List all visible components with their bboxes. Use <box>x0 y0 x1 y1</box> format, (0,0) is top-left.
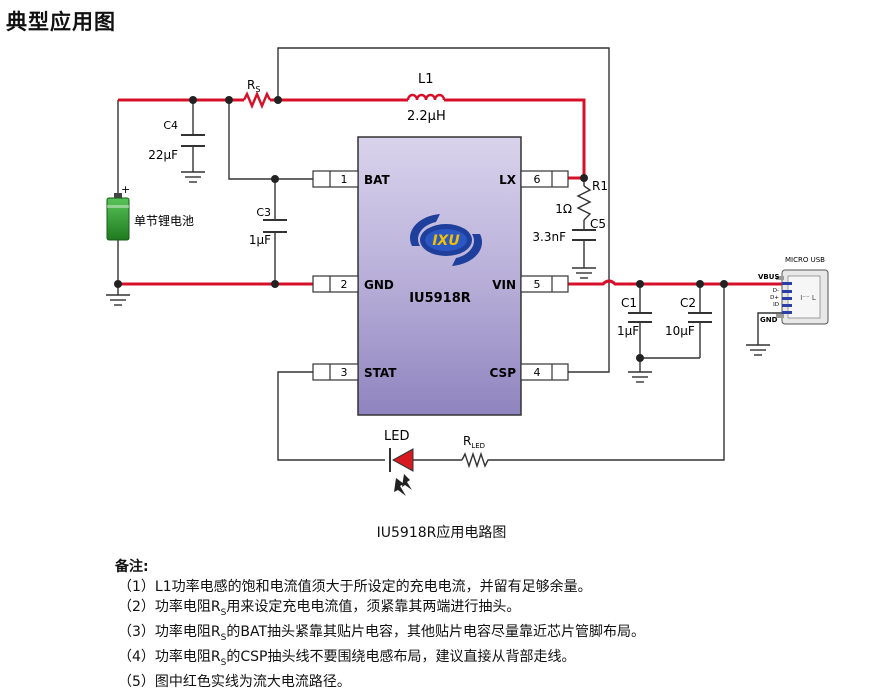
l1-value: 2.2μH <box>407 109 446 124</box>
chip-pins-right <box>520 170 569 381</box>
note-1: （1）L1功率电感的饱和电流值须大于所设定的充电电流，并留有足够余量。 <box>118 579 592 595</box>
chip-pins-left <box>312 170 359 381</box>
r1-label: R1 <box>592 179 608 193</box>
resistor-r1 <box>576 185 592 221</box>
pin-name-bat: BAT <box>364 173 391 187</box>
ground-c5 <box>572 267 596 279</box>
usb-pin-id: ID <box>773 302 779 308</box>
capacitor-c3 <box>263 219 287 233</box>
c3-value: 1μF <box>249 233 271 247</box>
svg-text:I⁻⁻ L: I⁻⁻ L <box>800 294 816 302</box>
usb-pin-dplus: D+ <box>770 295 779 301</box>
ground-battery <box>106 294 130 306</box>
l1-label: L1 <box>418 72 434 87</box>
c4-label: C4 <box>163 119 178 132</box>
pin-3-number: 3 <box>341 366 348 379</box>
battery-plus: + <box>121 183 130 196</box>
c5-value: 3.3nF <box>532 230 566 244</box>
rled-label: RLED <box>463 434 485 450</box>
resistor-rs <box>242 90 272 110</box>
chip-part-number: IU5918R <box>409 291 471 306</box>
ixu-logo: IXU <box>409 214 483 266</box>
c2-label: C2 <box>680 296 696 310</box>
note-3: （3）功率电阻RS的BAT抽头紧靠其贴片电容，其他贴片电容尽量靠近芯片管脚布局。 <box>118 623 646 643</box>
usb-vbus-label: VBUS <box>758 273 779 281</box>
pin-name-csp: CSP <box>490 366 517 380</box>
usb-gnd-label: GND <box>760 316 778 324</box>
pin-2-number: 2 <box>341 278 348 291</box>
page-title: 典型应用图 <box>6 10 116 34</box>
led-icon <box>389 448 414 496</box>
micro-usb-connector: I⁻⁻ L <box>776 269 829 325</box>
c2-value: 10μF <box>665 324 695 338</box>
notes-list: （1）L1功率电感的饱和电流值须大于所设定的充电电流，并留有足够余量。 （2）功… <box>118 578 645 693</box>
pin-name-gnd: GND <box>364 278 394 292</box>
note-2: （2）功率电阻RS用来设定充电电流值，须紧靠其两端进行抽头。 <box>118 598 521 618</box>
ground-usb <box>746 344 770 356</box>
power-path <box>118 98 782 286</box>
usb-title: MICRO USB <box>785 256 825 264</box>
note-5: （5）图中红色实线为流大电流路径。 <box>118 674 351 691</box>
chip-body <box>357 136 522 416</box>
pin-6-number: 6 <box>534 173 541 186</box>
capacitor-c2 <box>688 312 712 323</box>
capacitor-c4 <box>181 134 205 147</box>
resistor-rled <box>461 451 490 469</box>
ground-c4 <box>181 171 205 183</box>
inductor-l1 <box>406 93 446 101</box>
usb-pin-dminus: D- <box>773 288 779 294</box>
capacitor-c1 <box>628 312 652 323</box>
logo-text: IXU <box>432 233 460 249</box>
junction-dots <box>114 96 728 362</box>
ground-c1 <box>628 371 652 383</box>
led-label: LED <box>384 429 409 444</box>
battery-label: 单节锂电池 <box>134 213 194 228</box>
pin-4-number: 4 <box>534 366 541 379</box>
c3-label: C3 <box>256 206 271 219</box>
diagram-caption: IU5918R应用电路图 <box>376 525 507 541</box>
pin-name-lx: LX <box>499 173 517 187</box>
pin-1-number: 1 <box>341 173 348 186</box>
capacitor-c5 <box>572 229 596 241</box>
r1-value: 1Ω <box>555 202 572 216</box>
rs-label: RS <box>247 78 260 94</box>
notes-title: 备注: <box>115 559 149 575</box>
c4-value: 22μF <box>148 148 178 162</box>
note-4: （4）功率电阻RS的CSP抽头线不要围绕电感布局，建议直接从背部走线。 <box>118 649 576 668</box>
c5-label: C5 <box>590 217 606 231</box>
c1-label: C1 <box>621 296 637 310</box>
battery-icon <box>106 193 130 241</box>
pin-name-vin: VIN <box>492 278 516 292</box>
pin-name-stat: STAT <box>364 366 397 380</box>
pin-5-number: 5 <box>534 278 541 291</box>
c1-value: 1μF <box>617 324 639 338</box>
